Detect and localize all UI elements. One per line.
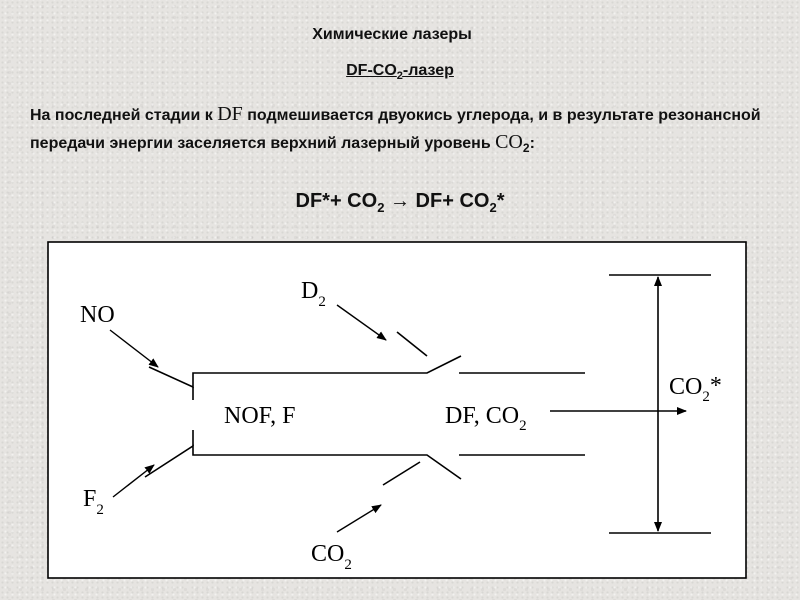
paragraph-co2: CO [495,131,523,153]
d2-inlet-wall [396,331,428,357]
channel-upper-wall [148,355,462,389]
label-f2-main: F [83,486,96,512]
co2-inlet-wall [382,461,421,486]
label-co2-star-main: CO [669,374,702,400]
reactor-channel [144,331,585,486]
equation-right-suffix: * [496,190,505,212]
slide-subtitle: DF-CO2-лазер [0,62,800,82]
channel-lower-wall [144,444,462,480]
flow-arrows [109,304,687,533]
equation-right-sub: 2 [489,200,497,215]
label-nof-f: NOF, F [224,403,295,429]
resonator [609,274,711,534]
label-no: NO [80,302,115,328]
paragraph-part1: На последней стадии к [30,107,218,124]
reaction-equation: DF*+ CO2 → DF+ CO2* [0,190,800,215]
label-d2-sub: 2 [318,294,326,310]
equation-left: DF*+ CO [295,190,378,212]
d2-flow-arrow [336,304,387,341]
description-paragraph: На последней стадии к DF подмешивается д… [30,101,780,162]
label-f2-sub: 2 [96,502,104,518]
slide-title: Химические лазеры [312,26,472,43]
equation-right: DF+ CO [415,190,490,212]
co2-flow-arrow [336,504,382,533]
label-co2-bottom: CO2 [311,541,352,573]
label-co2-star-suffix: * [710,373,722,399]
label-f2: F2 [83,486,104,518]
label-co2-bottom-sub: 2 [344,557,352,573]
subtitle-suffix: -лазер [402,62,454,79]
label-co2-bottom-main: CO [311,541,344,567]
label-co2-star: CO2* [669,373,722,405]
label-df-co2-sub: 2 [519,418,527,434]
no-flow-arrow [109,329,159,368]
paragraph-part2: подмешивается двуокись углерода, и в рез… [30,107,761,152]
subtitle-main: DF-CO [346,62,397,79]
paragraph-co2-sub: 2 [522,141,530,156]
diagram-frame [47,241,747,579]
paragraph-part3: : [529,135,535,152]
subtitle-sub: 2 [396,70,403,83]
label-co2-star-sub: 2 [702,389,710,405]
equation-arrow: → [384,190,416,212]
label-d2: D2 [301,278,326,310]
equation-left-sub: 2 [377,200,385,215]
label-df-co2: DF, CO2 [445,403,527,434]
f2-flow-arrow [112,464,155,498]
label-d2-main: D [301,278,318,304]
label-df-co2-main: DF, CO [445,403,519,429]
paragraph-df: DF [217,103,243,125]
